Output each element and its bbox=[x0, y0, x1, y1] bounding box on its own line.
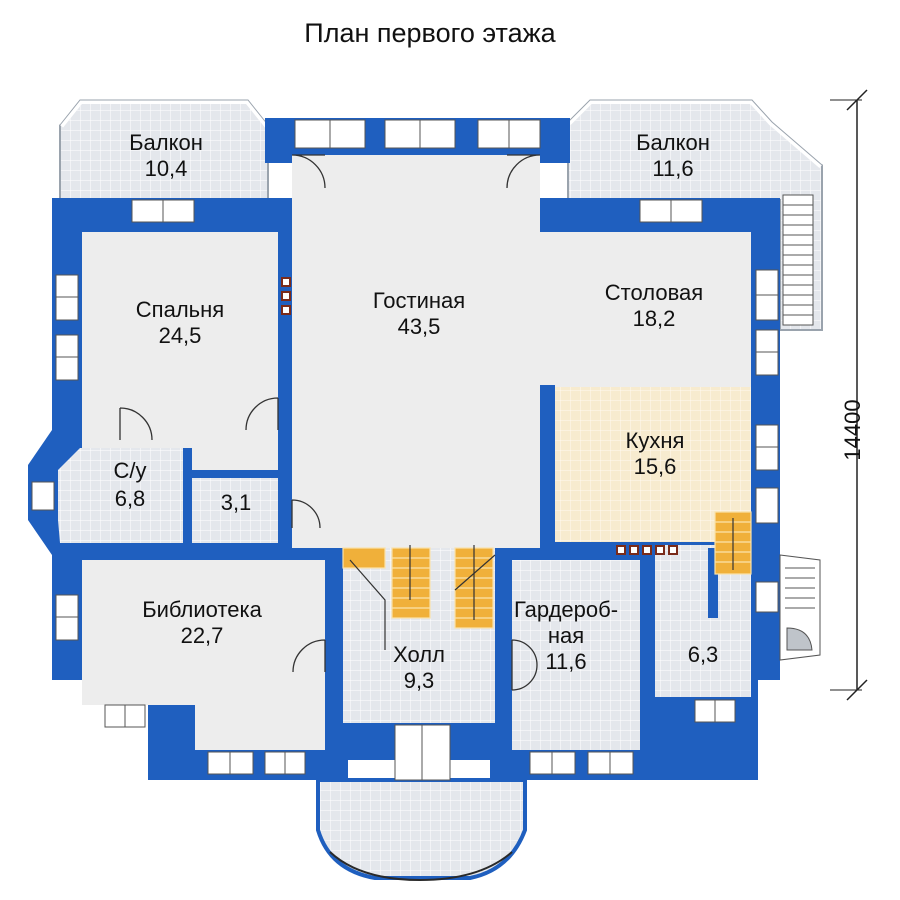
dimension-line bbox=[830, 89, 868, 701]
hall-name: Холл bbox=[393, 642, 445, 667]
wardrobe-area: 11,6 bbox=[545, 649, 586, 674]
dining-area: 18,2 bbox=[633, 306, 676, 331]
bedroom-area: 24,5 bbox=[159, 323, 202, 348]
bathroom-area: 6,8 bbox=[115, 486, 146, 511]
stair-lines bbox=[349, 518, 734, 650]
living-area: 43,5 bbox=[398, 314, 441, 339]
balcony-stairs bbox=[782, 194, 814, 326]
floors bbox=[58, 155, 751, 882]
bedroom-name: Спальня bbox=[136, 297, 224, 322]
vents bbox=[281, 277, 678, 555]
library-name: Библиотека bbox=[142, 597, 262, 622]
balcony-left-name: Балкон bbox=[129, 130, 203, 155]
plan-title: План первого этажа bbox=[304, 18, 556, 48]
room-labels: Балкон 10,4 Балкон 11,6 Спальня 24,5 Гос… bbox=[114, 130, 719, 693]
balcony-left-area: 10,4 bbox=[145, 156, 188, 181]
closet-area: 3,1 bbox=[221, 490, 252, 515]
library-area: 22,7 bbox=[181, 623, 224, 648]
living-name: Гостиная bbox=[373, 288, 465, 313]
utility-area: 6,3 bbox=[688, 642, 719, 667]
interior-walls bbox=[183, 232, 718, 753]
wardrobe-name-line1: Гардероб- bbox=[514, 597, 618, 622]
wardrobe-name-line2: ная bbox=[548, 623, 584, 648]
side-stairs bbox=[779, 554, 821, 661]
kitchen-name: Кухня bbox=[626, 428, 685, 453]
bathroom-name: С/у bbox=[114, 458, 147, 483]
dining-name: Столовая bbox=[605, 280, 703, 305]
windows bbox=[31, 119, 779, 781]
doors bbox=[119, 154, 541, 691]
kitchen-area: 15,6 bbox=[634, 454, 677, 479]
hall-area: 9,3 bbox=[404, 668, 435, 693]
balcony-right-area: 11,6 bbox=[652, 156, 693, 181]
dimension-label: 14400 bbox=[840, 399, 865, 460]
balcony-right-name: Балкон bbox=[636, 130, 710, 155]
